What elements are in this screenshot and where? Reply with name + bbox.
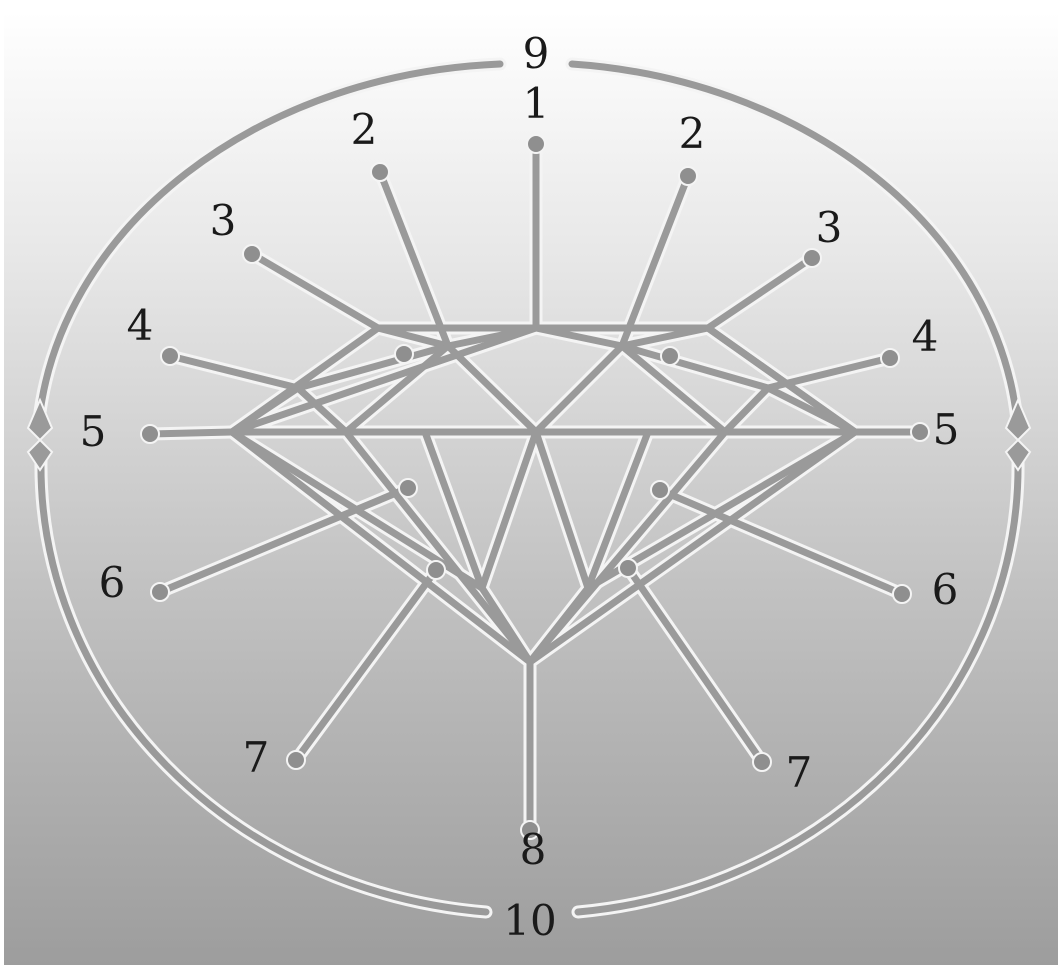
label-star-left: 2 <box>351 105 378 154</box>
leader-star-right <box>622 176 688 346</box>
inner-star-left-dot <box>395 345 413 363</box>
leader-pavilion-main-right <box>628 568 762 762</box>
kite-left-c <box>448 346 536 432</box>
label-lower-girdle-right: 6 <box>932 565 959 614</box>
label-culet: 8 <box>520 825 547 874</box>
leader-upper-girdle-right <box>768 358 890 388</box>
upper-girdle-right <box>725 388 768 432</box>
label-girdle-right: 5 <box>933 405 960 454</box>
girdle-left-dot <box>141 425 159 443</box>
label-pavilion-main-right: 7 <box>786 748 813 797</box>
label-top: 9 <box>523 29 550 78</box>
label-star-right: 2 <box>679 109 706 158</box>
leader-star-left <box>380 172 448 346</box>
inner-star-right-dot <box>661 347 679 365</box>
girdle-right-dot <box>911 423 929 441</box>
leader-girdle-left <box>150 432 232 434</box>
inner-culet-right-dot <box>619 559 637 577</box>
inner-pavilion-left-dot <box>399 479 417 497</box>
lower-girdle-right-dot <box>893 585 911 603</box>
leader-upper-main-right <box>708 258 812 328</box>
leader-upper-main-left <box>252 254 378 328</box>
kite-right-c <box>536 346 622 432</box>
label-girdle-left: 5 <box>80 407 107 456</box>
label-upper-main-right: 3 <box>816 203 843 252</box>
lower-girdle-left-dot <box>151 583 169 601</box>
label-upper-girdle-left: 4 <box>127 301 154 350</box>
leader-pavilion-main-left <box>296 570 436 760</box>
leader-upper-girdle-left <box>170 356 298 388</box>
inner-pavilion-right-dot <box>651 481 669 499</box>
label-lower-girdle-left: 6 <box>99 558 126 607</box>
label-bottom: 10 <box>503 896 556 945</box>
upper-main-left-dot <box>243 245 261 263</box>
label-table: 1 <box>523 79 550 128</box>
label-pavilion-main-left: 7 <box>243 733 270 782</box>
inner-culet-left-dot <box>427 561 445 579</box>
upper-girdle-right-dot <box>881 349 899 367</box>
upper-girdle-left-dot <box>161 347 179 365</box>
pavilion-main-left-dot <box>287 751 305 769</box>
left-girdle-divider-mark <box>28 400 52 470</box>
table-dot <box>527 135 545 153</box>
label-upper-main-left: 3 <box>210 196 237 245</box>
label-upper-girdle-right: 4 <box>912 312 939 361</box>
pavilion-main-right-dot <box>753 753 771 771</box>
star-right-dot <box>679 167 697 185</box>
star-left-dot <box>371 163 389 181</box>
